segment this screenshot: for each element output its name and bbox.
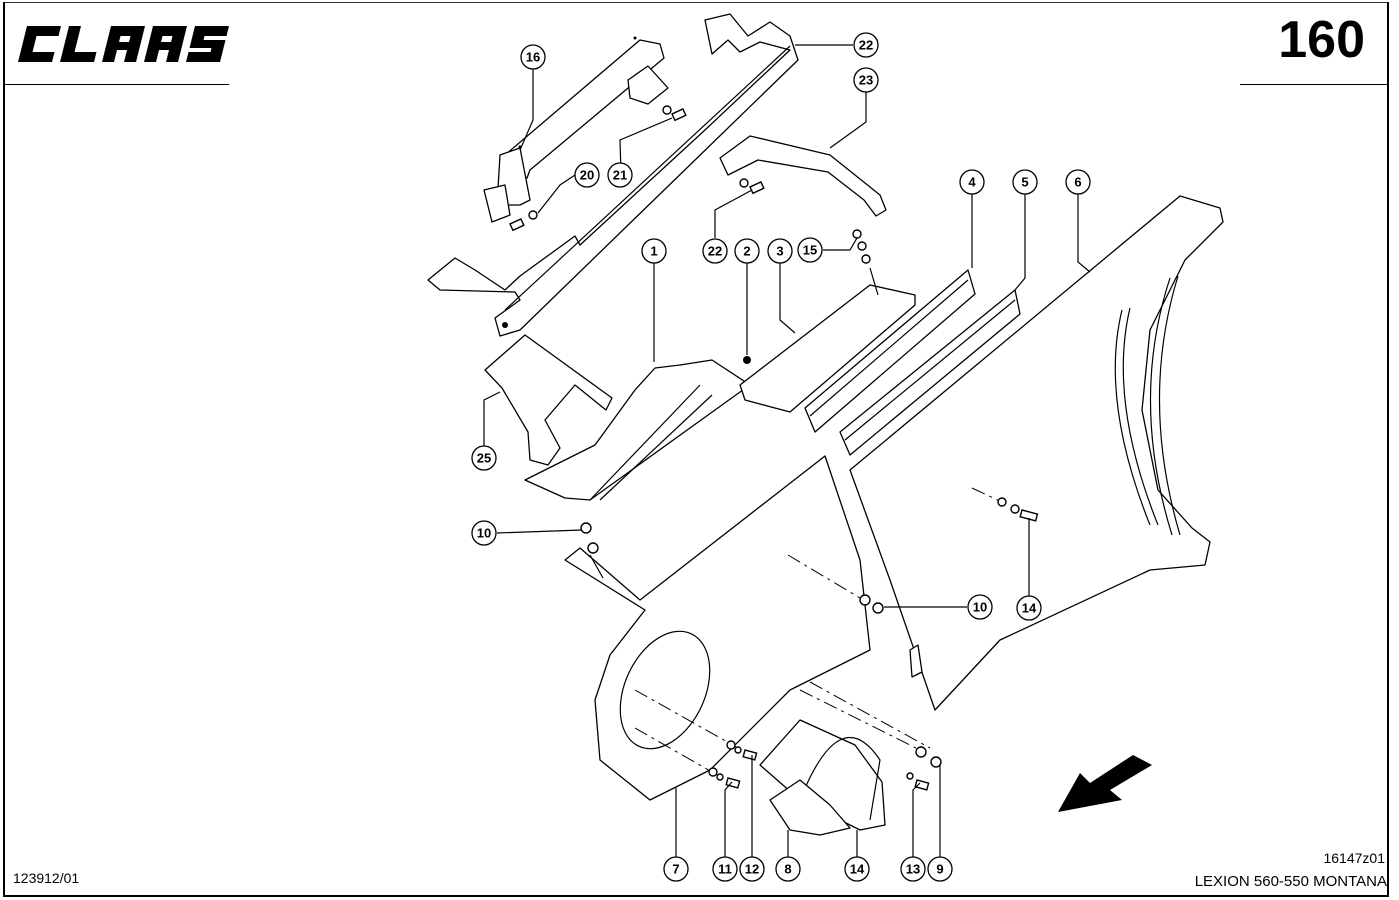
callout-5[interactable]: 5 bbox=[1012, 169, 1038, 195]
hardware bbox=[509, 105, 1039, 791]
part-4-rail[interactable] bbox=[804, 269, 976, 433]
svg-text:7: 7 bbox=[672, 862, 679, 877]
part-20-bracket[interactable] bbox=[483, 36, 669, 223]
svg-text:22: 22 bbox=[708, 244, 722, 259]
callout-15[interactable]: 14 bbox=[1016, 595, 1042, 621]
callout-6[interactable]: 6 bbox=[1065, 169, 1091, 195]
part-23-support-bar[interactable] bbox=[427, 13, 799, 337]
part-24-bracket[interactable] bbox=[719, 135, 887, 217]
callout-16[interactable]: 15 bbox=[797, 237, 823, 263]
callout-9[interactable]: 9 bbox=[927, 856, 953, 882]
svg-text:15: 15 bbox=[803, 243, 817, 258]
svg-text:22: 22 bbox=[859, 38, 873, 53]
svg-text:9: 9 bbox=[936, 862, 943, 877]
callout-24[interactable]: 23 bbox=[853, 67, 879, 93]
header-rule-left bbox=[5, 84, 229, 85]
part-1-chute[interactable] bbox=[524, 359, 751, 501]
callout-23[interactable]: 22 bbox=[853, 32, 879, 58]
svg-text:14: 14 bbox=[1022, 601, 1037, 616]
svg-text:23: 23 bbox=[859, 73, 873, 88]
part-8-spout[interactable] bbox=[769, 779, 851, 836]
figure-number: 16147z01 bbox=[1323, 850, 1385, 866]
svg-text:6: 6 bbox=[1074, 175, 1081, 190]
svg-text:25: 25 bbox=[477, 451, 491, 466]
part-5-rail[interactable] bbox=[839, 289, 1021, 456]
svg-text:1: 1 bbox=[650, 244, 657, 259]
svg-text:8: 8 bbox=[784, 862, 791, 877]
callout-8[interactable]: 8 bbox=[775, 856, 801, 882]
callout-25[interactable]: 25 bbox=[471, 445, 497, 471]
callout-13[interactable]: 13 bbox=[900, 856, 926, 882]
callout-22-lower[interactable]: 22 bbox=[702, 238, 728, 264]
svg-text:14: 14 bbox=[850, 862, 865, 877]
callout-7[interactable]: 7 bbox=[663, 856, 689, 882]
header-rule-right bbox=[1240, 84, 1388, 85]
callout-22-upper[interactable]: 21 bbox=[607, 162, 633, 188]
svg-text:3: 3 bbox=[776, 244, 783, 259]
leader-lines bbox=[483, 44, 1091, 857]
callout-2[interactable]: 2 bbox=[734, 238, 760, 264]
svg-text:12: 12 bbox=[745, 862, 759, 877]
part-6-side-panel[interactable] bbox=[849, 195, 1224, 711]
callout-20[interactable]: 16 bbox=[520, 44, 546, 70]
svg-text:10: 10 bbox=[477, 526, 491, 541]
callout-11[interactable]: 11 bbox=[712, 856, 738, 882]
travel-direction-arrow bbox=[1058, 755, 1152, 812]
claas-logo bbox=[18, 26, 230, 62]
svg-text:16: 16 bbox=[526, 50, 540, 65]
fastener-axes bbox=[589, 267, 1003, 773]
page-number: 160 bbox=[1278, 11, 1365, 69]
callout-14[interactable]: 14 bbox=[844, 856, 870, 882]
svg-text:11: 11 bbox=[718, 862, 732, 877]
part-7-lower-panel[interactable] bbox=[564, 455, 871, 801]
callout-10-right[interactable]: 10 bbox=[967, 594, 993, 620]
svg-text:13: 13 bbox=[906, 862, 920, 877]
callout-1[interactable]: 1 bbox=[641, 238, 667, 264]
svg-text:2: 2 bbox=[743, 244, 750, 259]
svg-text:4: 4 bbox=[968, 175, 976, 190]
callout-12[interactable]: 12 bbox=[739, 856, 765, 882]
page-frame bbox=[3, 2, 1389, 897]
callout-3[interactable]: 3 bbox=[767, 238, 793, 264]
document-number: 123912/01 bbox=[13, 870, 80, 886]
part-25-bracket[interactable] bbox=[484, 334, 613, 466]
callout-21[interactable]: 20 bbox=[574, 162, 600, 188]
svg-text:20: 20 bbox=[580, 168, 594, 183]
svg-text:5: 5 bbox=[1021, 175, 1028, 190]
callout-4[interactable]: 4 bbox=[959, 169, 985, 195]
svg-text:21: 21 bbox=[613, 168, 627, 183]
callout-10-left[interactable]: 10 bbox=[471, 520, 497, 546]
model-name: LEXION 560-550 MONTANA bbox=[1194, 873, 1387, 890]
part-3-strip[interactable] bbox=[739, 284, 916, 413]
svg-text:10: 10 bbox=[973, 600, 987, 615]
